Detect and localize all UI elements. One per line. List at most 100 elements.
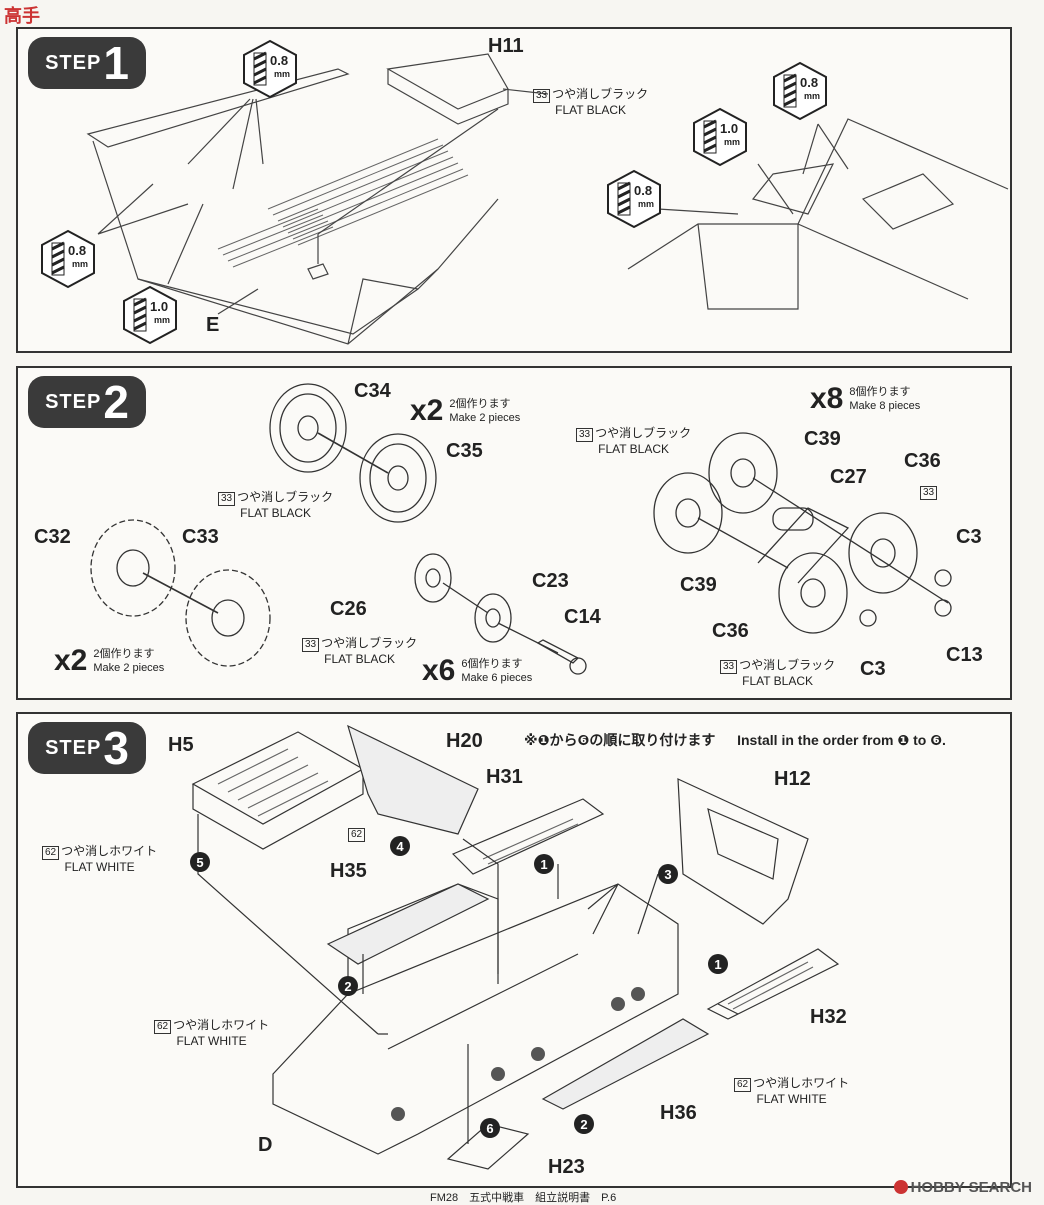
- drill-0-8-icon: 0.8 mm: [240, 39, 300, 99]
- step-number: 1: [103, 37, 129, 89]
- part-label-h36: H36: [660, 1102, 697, 1124]
- drill-0-8-icon: 0.8 mm: [604, 169, 664, 229]
- quantity-en: Make 8 pieces: [849, 400, 921, 412]
- order-marker-1: 1: [708, 954, 728, 974]
- paint-code-only: 62: [348, 826, 367, 842]
- part-label-c3: C3: [956, 526, 982, 548]
- paint-name-en: FLAT WHITE: [756, 1092, 827, 1106]
- drill-unit: mm: [154, 315, 171, 325]
- paint-code: 62: [348, 828, 366, 842]
- quantity-note-sprocket: x2 2個作ります Make 2 pieces: [54, 644, 164, 678]
- paint-name-jp: つや消しホワイト: [753, 1076, 850, 1090]
- drill-1-0-icon: 1.0 mm: [690, 107, 750, 167]
- quantity-jp: 8個作ります: [849, 386, 911, 398]
- watermark: 高手: [4, 6, 40, 26]
- part-label-c13: C13: [946, 644, 983, 666]
- quantity-jp: 2個作ります: [93, 648, 155, 660]
- paint-name-jp: つや消しブラック: [552, 87, 649, 101]
- part-label-h35: H35: [330, 860, 367, 882]
- order-marker-6: 6: [480, 1118, 500, 1138]
- drill-unit: mm: [72, 259, 89, 269]
- paint-name-jp: つや消しホワイト: [173, 1018, 270, 1032]
- quantity-en: Make 6 pieces: [461, 672, 533, 684]
- step-3-panel: STEP 3 ※❶から❻の順に取り付けます Install in the ord…: [16, 712, 1012, 1188]
- quantity-jp: 2個作ります: [449, 398, 511, 410]
- paint-name-en: FLAT BLACK: [742, 674, 814, 688]
- step-3-drawing: [191, 724, 840, 1170]
- order-marker-2: 2: [338, 976, 358, 996]
- part-label-c27: C27: [830, 466, 867, 488]
- part-label-h23: H23: [548, 1156, 585, 1178]
- paint-name-jp: つや消しブラック: [595, 426, 692, 440]
- paint-name-en: FLAT BLACK: [324, 652, 396, 666]
- part-label-c32: C32: [34, 526, 71, 548]
- part-label-e: E: [206, 314, 220, 336]
- part-label-h5: H5: [168, 734, 194, 756]
- drill-size: 0.8: [270, 53, 289, 68]
- paint-name-en: FLAT WHITE: [64, 860, 135, 874]
- paint-code: 62: [154, 1020, 172, 1034]
- quantity-note-idler: x6 6個作ります Make 6 pieces: [422, 654, 532, 688]
- step-2-panel: STEP 2 C34 C35 C: [16, 366, 1012, 700]
- order-marker-1: 1: [534, 854, 554, 874]
- step-word: STEP: [45, 736, 102, 759]
- quantity: x2: [410, 394, 444, 427]
- order-marker-5: 5: [190, 852, 210, 872]
- step-1-badge: STEP 1: [28, 37, 146, 89]
- drill-size: 0.8: [800, 75, 819, 90]
- quantity-en: Make 2 pieces: [449, 412, 521, 424]
- quantity-en: Make 2 pieces: [93, 662, 165, 674]
- install-note-en: Install in the order from ❶ to ❻.: [737, 732, 946, 748]
- paint-name-en: FLAT WHITE: [176, 1034, 247, 1048]
- drill-0-8-icon: 0.8 mm: [38, 229, 98, 289]
- step-number: 3: [103, 722, 129, 774]
- brand-text: HOBBY SEARCH: [910, 1179, 1032, 1196]
- part-label-c23: C23: [532, 570, 569, 592]
- drill-1-0-icon: 1.0 mm: [120, 285, 180, 345]
- part-label-h12: H12: [774, 768, 811, 790]
- drill-unit: mm: [274, 69, 291, 79]
- drill-size: 1.0: [720, 121, 739, 136]
- part-label-h20: H20: [446, 730, 483, 752]
- paint-name-jp: つや消しブラック: [237, 490, 334, 504]
- paint-code: 33: [576, 428, 594, 442]
- paint-name-en: FLAT BLACK: [555, 103, 627, 117]
- step-number: 2: [103, 376, 129, 428]
- part-label-c14: C14: [564, 606, 601, 628]
- part-label-h31: H31: [486, 766, 523, 788]
- part-label-c36: C36: [904, 450, 941, 472]
- install-note-jp: ※❶から❻の順に取り付けます: [524, 732, 716, 748]
- install-order-note: ※❶から❻の順に取り付けます Install in the order from…: [524, 730, 946, 750]
- part-label-d: D: [258, 1134, 273, 1156]
- paint-name-en: FLAT BLACK: [598, 442, 670, 456]
- quantity: x6: [422, 654, 456, 687]
- quantity-jp: 6個作ります: [461, 658, 523, 670]
- drill-unit: mm: [804, 91, 821, 101]
- step-1-panel: STEP 1: [16, 27, 1012, 353]
- quantity: x8: [810, 382, 844, 415]
- quantity: x2: [54, 644, 88, 677]
- step-word: STEP: [45, 51, 102, 74]
- order-marker-2: 2: [574, 1114, 594, 1134]
- drill-size: 0.8: [634, 183, 653, 198]
- drill-size: 1.0: [150, 299, 169, 314]
- step-2-badge: STEP 2: [28, 376, 146, 428]
- part-label-c34: C34: [354, 380, 391, 402]
- page-caption: FM28 五式中戦車 組立説明書 P.6: [430, 1192, 617, 1204]
- drill-0-8-icon: 0.8 mm: [770, 61, 830, 121]
- quantity-note-bogie: x8 8個作ります Make 8 pieces: [810, 382, 920, 416]
- drill-size: 0.8: [68, 243, 87, 258]
- step-3-badge: STEP 3: [28, 722, 146, 774]
- logo-mark-icon: [893, 1180, 908, 1194]
- step-1-drawing: [86, 53, 1009, 345]
- paint-name-jp: つや消しホワイト: [61, 844, 158, 858]
- paint-code: 33: [533, 89, 551, 103]
- part-label-c36: C36: [712, 620, 749, 642]
- quantity-note-wheels: x2 2個作ります Make 2 pieces: [410, 394, 520, 428]
- part-label-c39: C39: [680, 574, 717, 596]
